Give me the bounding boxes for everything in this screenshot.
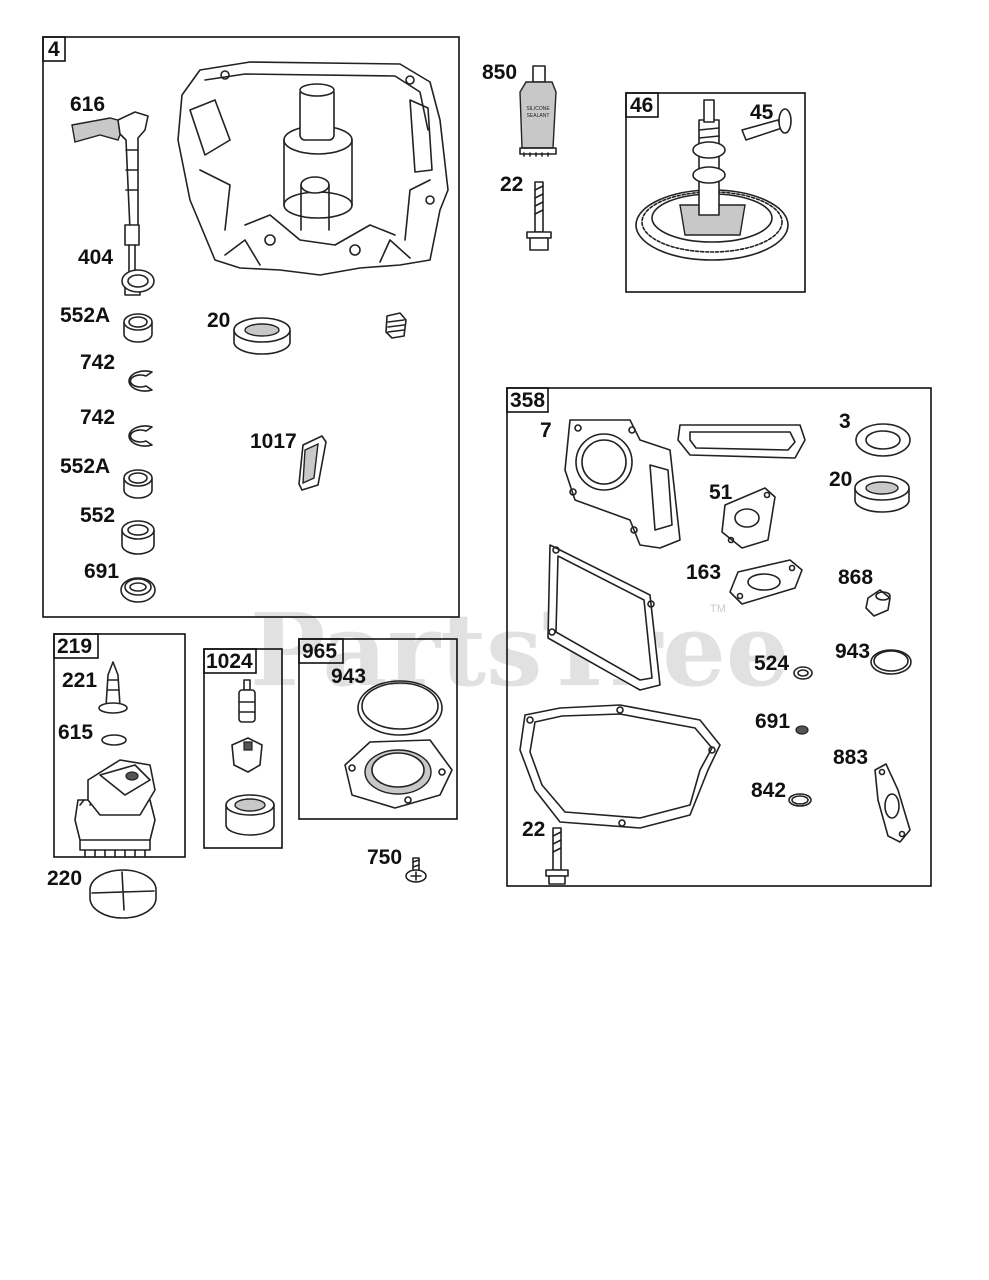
e-clip-742-1-drawing: [128, 370, 153, 392]
group-tag-1024: 1024: [206, 650, 253, 673]
pump-cover-drawing: [344, 739, 453, 809]
plug-drawing: [385, 312, 407, 339]
screw-22-2-drawing: [545, 827, 569, 885]
label-221: 221: [62, 669, 97, 692]
label-552a-2: 552A: [60, 455, 110, 478]
watermark-trademark: TM: [710, 603, 726, 615]
sealant-text-1: SILICONE: [526, 106, 550, 112]
sealant-text-2: SEALANT: [527, 113, 550, 119]
pin-45-drawing: [741, 108, 792, 141]
bearing-552a-1-drawing: [123, 313, 153, 343]
group-tag-46: 46: [630, 94, 653, 117]
group-965: 965 943: [298, 638, 458, 820]
group-4: 4: [42, 36, 460, 618]
group-tag-219: 219: [57, 635, 92, 658]
e-clip-742-2-drawing: [128, 425, 153, 447]
sealant-tube-850-drawing: SILICONE SEALANT: [519, 65, 557, 157]
o-ring-943-1-drawing: [357, 680, 443, 736]
label-524: 524: [754, 652, 789, 675]
breather-gasket-drawing: [677, 424, 806, 459]
crankcase-drawing: [177, 61, 449, 276]
screw-22-1-drawing: [526, 181, 552, 251]
part-868-drawing: [865, 589, 891, 617]
label-51: 51: [709, 481, 733, 504]
label-3: 3: [839, 410, 851, 433]
bearing-552a-2-drawing: [123, 469, 153, 499]
label-850: 850: [482, 61, 517, 84]
gasket-883-drawing: [874, 763, 911, 843]
label-943-1: 943: [331, 665, 366, 688]
label-552: 552: [80, 504, 115, 527]
group-tag-358: 358: [510, 389, 545, 412]
label-868: 868: [838, 566, 873, 589]
label-842: 842: [751, 779, 786, 802]
label-750: 750: [367, 846, 402, 869]
camshaft-drawing: [635, 99, 789, 261]
label-552a-1: 552A: [60, 304, 110, 327]
group-219: 219 221 615: [53, 633, 186, 858]
pump-rotor-inner-drawing: [231, 737, 263, 773]
gasket-51-drawing: [721, 487, 776, 549]
group-tag-4: 4: [48, 38, 60, 61]
group-46: 46 45: [625, 92, 806, 293]
governor-pin-221-drawing: [98, 661, 128, 714]
label-7: 7: [540, 419, 552, 442]
screw-750-drawing: [405, 857, 427, 883]
seal-404-drawing: [121, 269, 155, 293]
oil-seal-20-drawing: [233, 317, 291, 355]
cup-220-drawing: [89, 869, 157, 919]
seal-691-1-drawing: [120, 577, 156, 603]
label-20-1: 20: [207, 309, 230, 332]
head-gasket-7-drawing: [564, 419, 681, 549]
ring-943-2-drawing: [870, 649, 912, 675]
label-163: 163: [686, 561, 721, 584]
nut-691-2-drawing: [795, 725, 809, 735]
pump-rotor-outer-drawing: [225, 794, 275, 836]
label-1017: 1017: [250, 430, 297, 453]
oil-seal-20-2-drawing: [854, 475, 910, 513]
ring-524-drawing: [793, 666, 813, 680]
label-943-2: 943: [835, 640, 870, 663]
seal-3-drawing: [855, 423, 911, 457]
group-1024: 1024: [203, 648, 283, 849]
watermark: PartsTree: [250, 591, 790, 709]
label-45: 45: [750, 101, 774, 124]
governor-gear-drawing: [74, 759, 156, 857]
part-1017-drawing: [298, 435, 327, 491]
label-404: 404: [78, 246, 113, 269]
label-22-1: 22: [500, 173, 523, 196]
washer-615-drawing: [101, 734, 127, 746]
label-742-1: 742: [80, 351, 115, 374]
ring-842-drawing: [788, 793, 812, 807]
label-22-2: 22: [522, 818, 545, 841]
label-615: 615: [58, 721, 93, 744]
sump-gasket-drawing: [519, 704, 721, 829]
label-616: 616: [70, 93, 105, 116]
label-20-2: 20: [829, 468, 852, 491]
cover-gasket-drawing: [547, 544, 661, 691]
gasket-163-drawing: [729, 559, 803, 605]
pump-shaft-drawing: [238, 679, 256, 723]
label-220: 220: [47, 867, 82, 890]
label-691-1: 691: [84, 560, 119, 583]
label-742-2: 742: [80, 406, 115, 429]
group-358: 358: [506, 387, 932, 887]
label-883: 883: [833, 746, 868, 769]
label-691-2: 691: [755, 710, 790, 733]
group-tag-965: 965: [302, 640, 337, 663]
bushing-552-drawing: [121, 520, 155, 555]
